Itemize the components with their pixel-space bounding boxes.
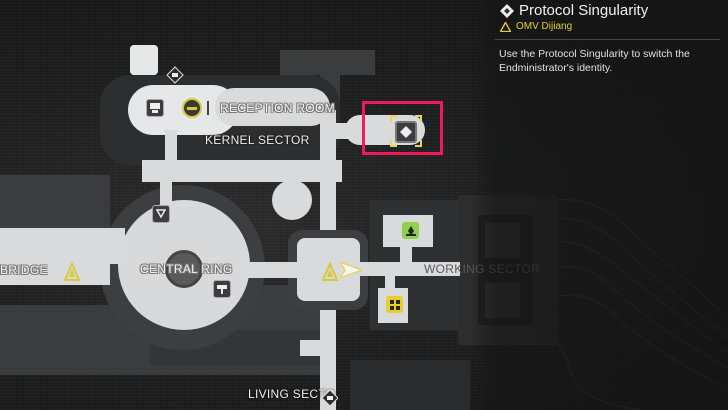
map-label-bridge: BRIDGE — [0, 263, 48, 277]
reception-room — [215, 88, 330, 126]
corridor — [160, 175, 172, 210]
emblem-icon[interactable] — [182, 98, 202, 118]
round-room — [272, 180, 312, 220]
panel-divider — [495, 39, 720, 40]
teleport-icon[interactable] — [166, 66, 184, 84]
crafting-icon[interactable] — [386, 296, 403, 313]
corridor — [400, 245, 412, 265]
panel-description: Use the Protocol Singularity to switch t… — [499, 48, 690, 74]
selection-brackets — [390, 115, 422, 147]
map-label-living-sector: LIVING SECTO — [248, 387, 336, 401]
corridor — [360, 262, 460, 276]
warning-triangle-icon — [500, 21, 511, 32]
protocol-singularity-icon[interactable] — [395, 121, 417, 143]
central-ring-core — [165, 250, 203, 288]
plant-icon[interactable] — [402, 222, 419, 239]
protocol-anchor-icon[interactable] — [320, 262, 340, 282]
teleport-icon[interactable] — [322, 390, 338, 406]
player-position-arrow-icon — [340, 261, 362, 279]
corridor — [300, 340, 320, 356]
highlight-box — [362, 101, 443, 155]
shield-icon[interactable] — [152, 205, 170, 223]
divider — [207, 101, 209, 115]
protocol-diamond-icon — [500, 3, 514, 18]
kernel-corridor — [142, 160, 342, 182]
map-room — [130, 45, 158, 75]
info-panel — [470, 0, 728, 410]
map-block — [350, 360, 470, 410]
map-label-reception-room: RECEPTION ROOM — [220, 101, 335, 115]
panel-location-text: OMV Dijiang — [516, 21, 573, 32]
bridge-corridor — [0, 228, 125, 264]
corridor — [385, 275, 395, 290]
protocol-anchor-icon[interactable] — [62, 262, 82, 282]
corridor — [165, 130, 177, 160]
panel-title-text: Protocol Singularity — [519, 2, 649, 19]
map-label-central-ring: CENTRAL RING — [140, 262, 233, 276]
map-label-kernel-sector: KERNEL SECTOR — [205, 133, 310, 147]
panel-title: Protocol Singularity — [500, 2, 648, 19]
terminal-icon[interactable] — [146, 99, 164, 117]
map-block — [0, 305, 110, 375]
corridor — [240, 262, 300, 278]
panel-location: OMV Dijiang — [500, 21, 572, 32]
bridge-corridor — [0, 260, 110, 285]
facility-icon[interactable] — [213, 280, 231, 298]
